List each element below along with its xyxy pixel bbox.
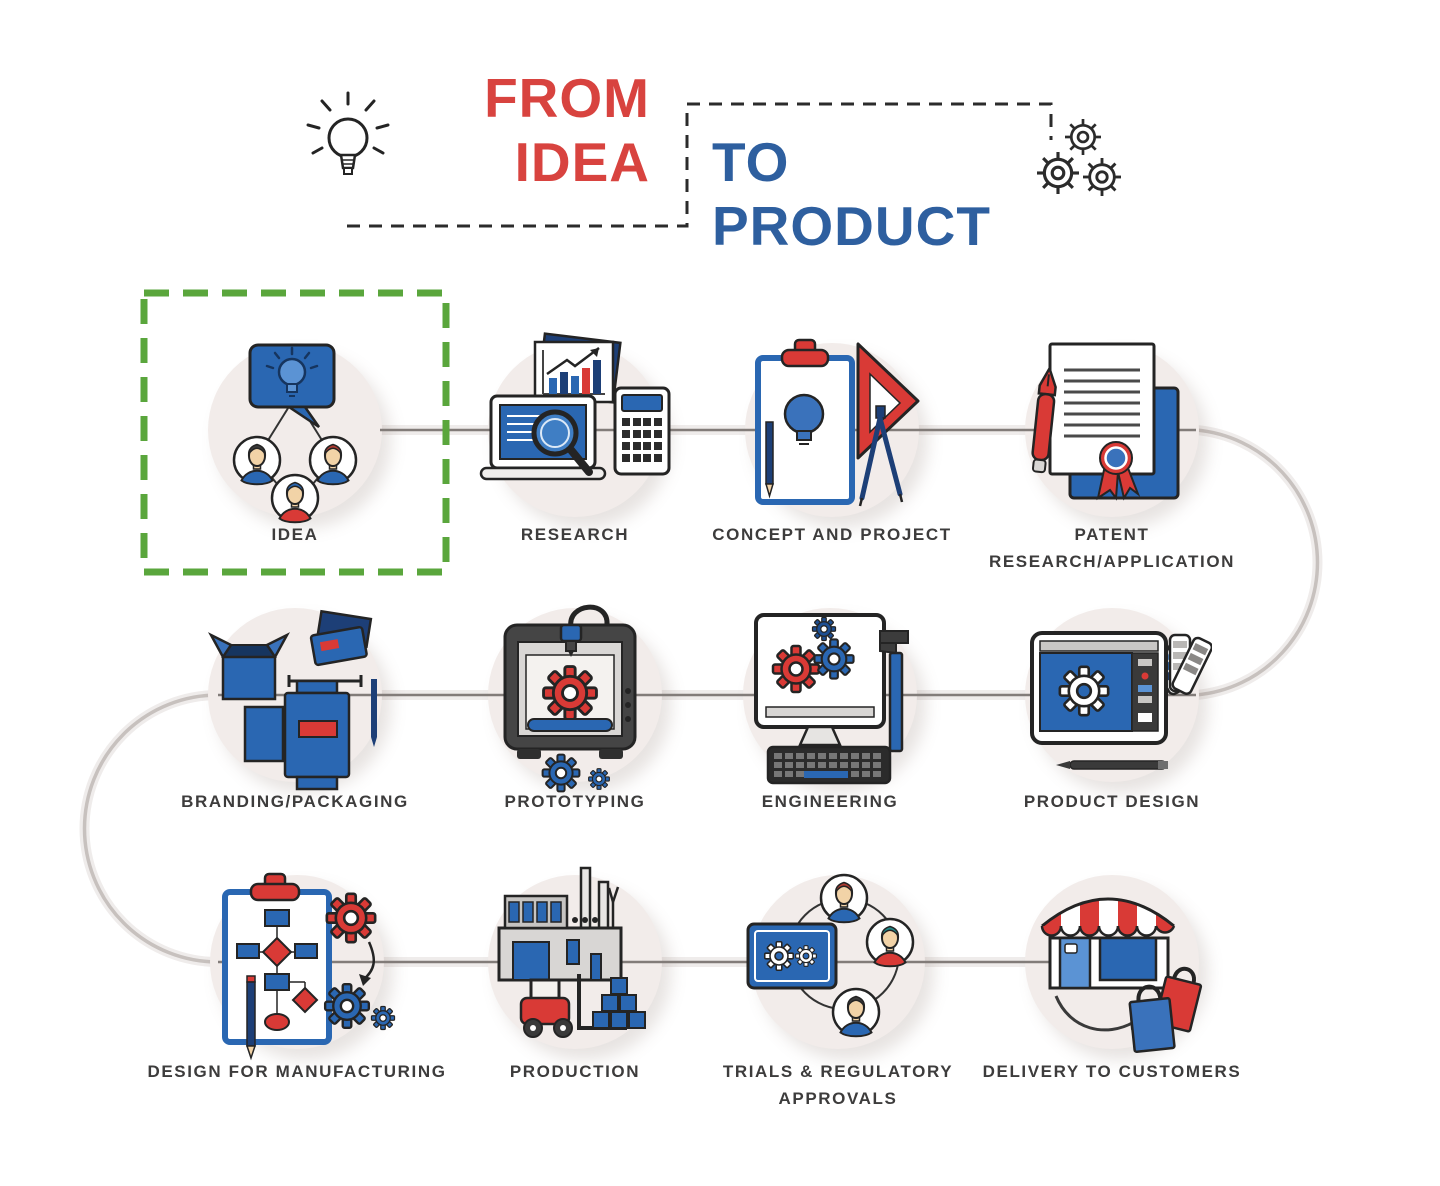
patent-icon (1031, 342, 1180, 501)
prototyping-icon (503, 604, 637, 793)
gears-icon (1035, 117, 1123, 198)
product-design-icon (1030, 631, 1212, 770)
idea-icon (232, 343, 358, 524)
title-word-product: PRODUCT (712, 195, 991, 257)
step-label: CONCEPT AND PROJECT (712, 525, 952, 544)
production-icon (497, 866, 646, 1038)
step-label: TRIALS & REGULATORY APPROVALS (722, 1062, 954, 1108)
step-label: DESIGN FOR MANUFACTURING (147, 1062, 447, 1081)
research-icon (479, 332, 671, 481)
step-label: BRANDING/PACKAGING (181, 792, 409, 811)
title-word-to: TO (712, 131, 790, 193)
trials-approvals-icon (746, 873, 915, 1038)
branding-packaging-icon (207, 609, 377, 791)
step-label: PRODUCTION (509, 1062, 641, 1081)
step-label: DELIVERY TO CUSTOMERS (982, 1062, 1242, 1081)
engineering-icon (754, 613, 909, 785)
step-label: PRODUCT DESIGN (1023, 792, 1201, 811)
title-word-from: FROM (484, 67, 650, 129)
title-from-idea: FROM IDEA (350, 66, 650, 194)
delivery-icon (1040, 897, 1203, 1054)
step-patent: PATENT RESEARCH/APPLICATION (942, 342, 1282, 663)
step-label: PATENT RESEARCH/APPLICATION (988, 525, 1236, 571)
title-to-product: TO PRODUCT (712, 130, 1032, 258)
step-label: RESEARCH (520, 525, 630, 544)
step-label: PROTOTYPING (504, 792, 646, 811)
design-for-manufacturing-icon (222, 872, 396, 1061)
step-label: ENGINEERING (761, 792, 899, 811)
concept-project-icon (755, 338, 920, 507)
step-delivery: DELIVERY TO CUSTOMERS (942, 875, 1282, 1186)
title-word-idea: IDEA (514, 131, 650, 193)
